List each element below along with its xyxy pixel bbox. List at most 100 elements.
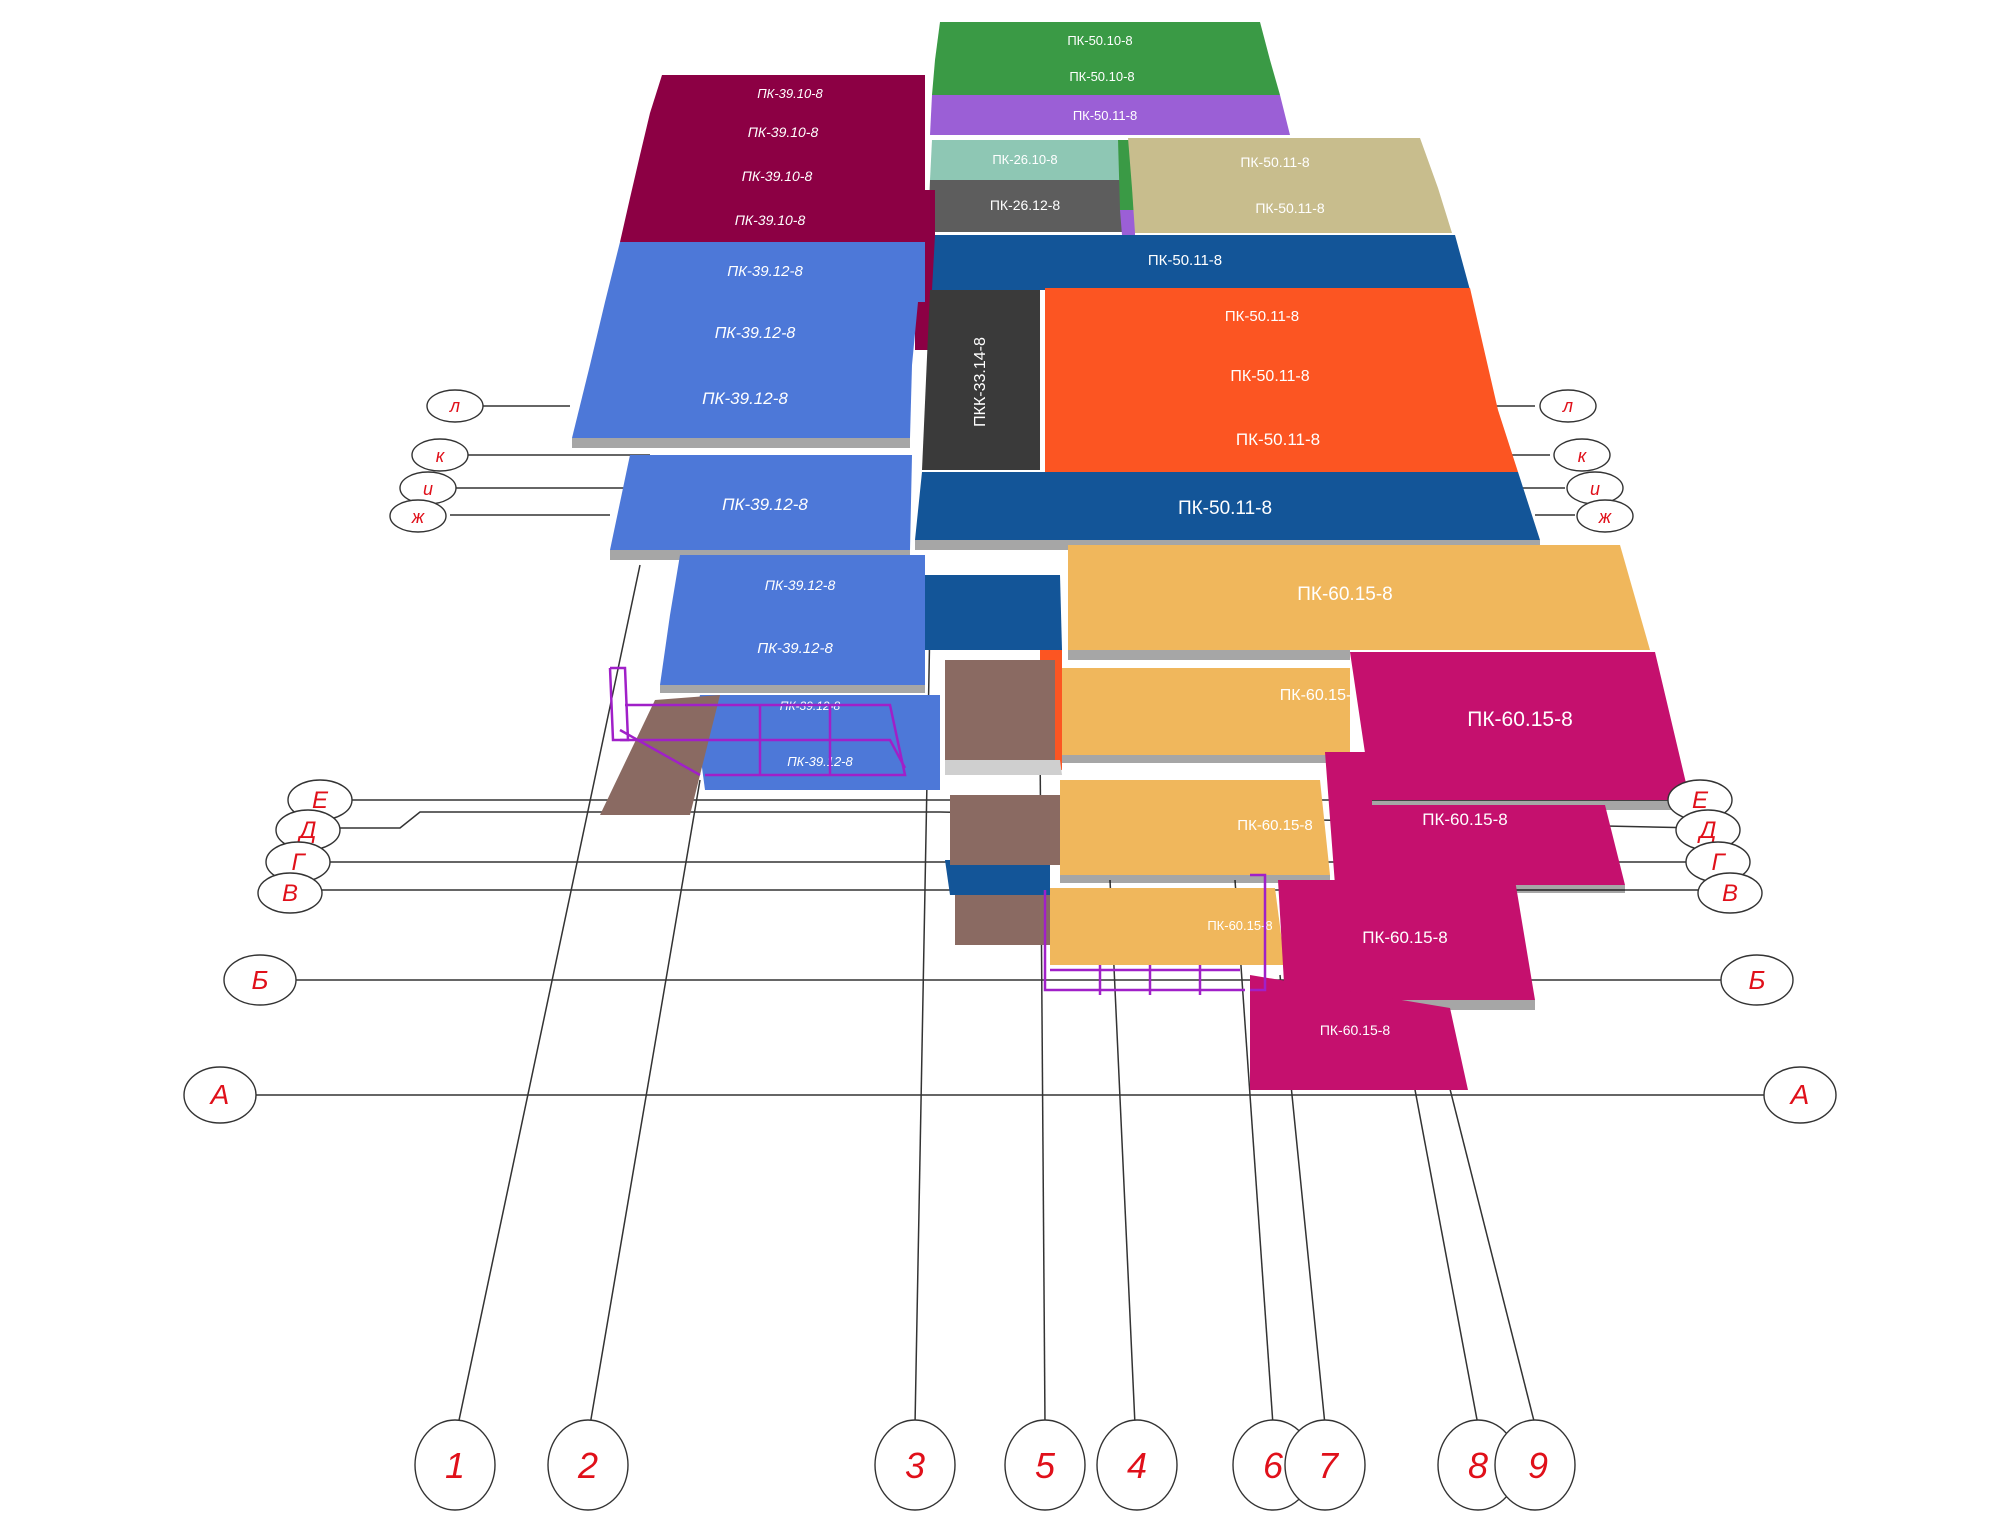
axis-label-l-left: л: [449, 396, 460, 416]
slab: ПК-60.15-8: [1062, 668, 1360, 755]
railing-line: [1043, 890, 1245, 992]
axis-label-a-left: А: [209, 1079, 230, 1110]
axis-label-d-right: Д: [1697, 817, 1717, 844]
slab-s30-label: ПК-60.15-8: [1467, 708, 1573, 731]
axis-bubble-col-8: 8: [1437, 1419, 1519, 1511]
slab-s26-face: [1068, 545, 1650, 650]
slab: ПК-50.11-8: [915, 472, 1540, 540]
slab-s13-face: [605, 242, 925, 302]
slab-s08-face: [650, 75, 925, 113]
axis-label-i-left: и: [423, 479, 433, 499]
stair-steps: [945, 660, 1055, 760]
slab: ПК-39.12-8: [605, 242, 925, 302]
slab: ПК-39.12-8: [590, 302, 918, 365]
slab-s25-face: [695, 715, 940, 790]
axis-bubble-a-right: А: [1763, 1066, 1837, 1124]
axis-bubble-col-1: 1: [414, 1419, 496, 1511]
axis-bubble-b-left: Б: [223, 954, 297, 1006]
axis-label-v-left: В: [282, 880, 298, 907]
slab-s22-face: [670, 555, 925, 615]
slab-s20-face: [610, 455, 912, 550]
slab-s20-label: ПК-39.12-8: [722, 495, 808, 514]
slab: ПК-39.12-8: [695, 715, 940, 790]
slab-s28-face: [1060, 780, 1330, 875]
slab-s25-label: ПК-39.12-8: [787, 754, 853, 769]
slab-s32-face: [1278, 880, 1535, 1000]
axis-bubble-i-left: и: [399, 471, 457, 505]
axis-label-col-6: 6: [1263, 1445, 1284, 1486]
axis-label-col-1: 1: [445, 1445, 465, 1486]
axis-label-col-7: 7: [1318, 1445, 1340, 1486]
slab: ПК-39.12-8: [572, 365, 912, 438]
slab: ПК-50.11-8: [932, 235, 1470, 290]
slab-s29-label: ПК-60.15-8: [1207, 918, 1272, 933]
slab-s33-face: [1250, 975, 1468, 1090]
railing-line: [1250, 873, 1267, 992]
slab-s10-label: ПК-39.10-8: [742, 168, 813, 184]
slab: ПК-50.11-8: [1132, 188, 1452, 233]
slab: ПКК-33.14-8: [922, 290, 1040, 470]
slab: ПК-26.12-8: [928, 180, 1125, 232]
railing-line: [620, 738, 907, 769]
axis-label-d-left: Д: [297, 817, 317, 844]
axis-bubble-zh-right: ж: [1576, 499, 1634, 533]
slab-s11-label: ПК-39.10-8: [735, 212, 806, 228]
slab: ПК-60.15-8: [1278, 880, 1535, 1000]
slab: ПК-60.15-8: [1068, 545, 1650, 650]
axis-label-k-left: к: [436, 446, 446, 466]
slab-group: ПК-50.10-8 ПК-50.10-8 ПК-50.11-8 ПК-26.1…: [572, 22, 1690, 1090]
railing-line: [619, 728, 701, 777]
slab-s27-face: [1062, 668, 1350, 755]
slab-s33-label: ПК-60.15-8: [1320, 1022, 1391, 1038]
slab: ПК-50.11-8: [1045, 410, 1518, 472]
slab-s04-label: ПК-26.10-8: [992, 152, 1057, 167]
axis-bubble-k-left: к: [411, 438, 469, 472]
slab-s08-label: ПК-39.10-8: [757, 86, 823, 101]
axis-label-col-9: 9: [1528, 1445, 1548, 1486]
slab-s28-label: ПК-60.15-8: [1237, 817, 1312, 834]
slab-s15-edge: [572, 438, 910, 448]
stair-landing: [945, 760, 1062, 775]
axis-bubble-col-7: 7: [1284, 1419, 1366, 1511]
slab-s21-label: ПК-50.11-8: [1178, 498, 1272, 519]
slab-s05-face: [928, 180, 1125, 232]
axis-label-b-right: Б: [1749, 965, 1766, 995]
slab-s17-label: ПК-50.11-8: [1225, 308, 1299, 325]
axis-bubble-b-right: Б: [1720, 954, 1794, 1006]
slab: ПК-50.11-8: [1045, 288, 1483, 345]
slab-s23-label: ПК-39.12-8: [757, 640, 833, 657]
axis-label-e-right: Е: [1692, 787, 1709, 814]
slab: ПК-50.11-8: [1045, 345, 1498, 410]
stair-steps: [950, 795, 1060, 865]
slab-s26-label: ПК-60.15-8: [1297, 584, 1393, 605]
axis-bubble-g-left: Г: [265, 841, 331, 883]
slab-s15-label: ПК-39.12-8: [702, 389, 788, 408]
stair-center-upper: [945, 660, 1062, 775]
slab-s12-label: ПК-50.11-8: [1148, 252, 1222, 269]
axis-bubble-zh-left: ж: [389, 499, 447, 533]
axis-label-col-3: 3: [905, 1445, 925, 1486]
slab: ПК-60.15-8: [1325, 752, 1625, 885]
slab-s23-face: [660, 615, 925, 685]
slab-s18-face: [1045, 345, 1498, 410]
slab-s29-face: [1050, 888, 1285, 965]
slab-s17-face: [1045, 288, 1483, 345]
slab: ПК-39.12-8: [610, 455, 912, 550]
slab-s04-face: [930, 140, 1122, 180]
slab-s10-face: [630, 155, 925, 198]
slab: ПК-50.10-8: [932, 60, 1280, 95]
slab: ПК-50.10-8: [935, 22, 1270, 60]
slab: ПК-50.11-8: [930, 95, 1290, 135]
slab: ПК-39.10-8: [630, 155, 925, 198]
slab-s27-edge: [1062, 755, 1350, 763]
slab-s26-edge: [1068, 650, 1350, 660]
axis-label-a-right: А: [1789, 1079, 1810, 1110]
stair-steps: [955, 895, 1050, 945]
axis-label-l-right: л: [1562, 396, 1573, 416]
axis-bubble-a-left: А: [183, 1066, 257, 1124]
stair-center-lower: [955, 895, 1050, 945]
axis-bubble-k-right: к: [1553, 438, 1611, 472]
axis-bubble-i-right: и: [1566, 471, 1624, 505]
axis-label-zh-left: ж: [411, 507, 426, 527]
